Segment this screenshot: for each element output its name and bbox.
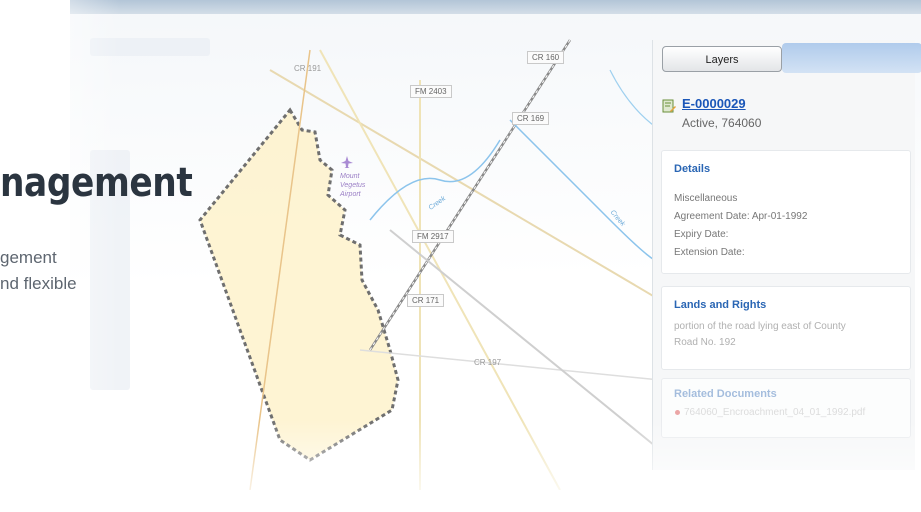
airport-label-line: Mount [340, 173, 360, 180]
related-documents-title: Related Documents [674, 388, 777, 400]
page-subline: nd flexible [0, 274, 77, 293]
details-title: Details [674, 163, 711, 175]
road-label: CR 160 [527, 51, 565, 64]
parcel-polygon[interactable] [198, 107, 400, 462]
detail-extension-date: Extension Date: [674, 247, 745, 258]
railroad-line [369, 39, 571, 351]
app-title-bar [70, 0, 921, 14]
road-line [269, 69, 660, 301]
airport-label-line: Vegetus [340, 182, 366, 189]
road-line [359, 349, 660, 381]
airport-label: Mount Vegetus Airport [340, 172, 365, 199]
detail-type: Miscellaneous [674, 193, 738, 204]
map-canvas[interactable] [140, 20, 660, 490]
lands-card: Lands and Rights portion of the road lyi… [661, 286, 911, 370]
page-headline: nagement [0, 160, 193, 206]
road-label: CR 171 [407, 294, 445, 307]
secondary-tab[interactable] [782, 43, 921, 73]
page-subline: gement [0, 248, 57, 267]
detail-agreement-date: Agreement Date: Apr-01-1992 [674, 211, 808, 222]
road-label: FM 2403 [410, 85, 452, 98]
related-document-link[interactable]: 764060_Encroachment_04_01_1992.pdf [684, 407, 866, 418]
creek-line [369, 139, 501, 221]
airport-label-line: Airport [340, 191, 361, 198]
road-label: CR 197 [474, 358, 502, 367]
detail-expiry-date: Expiry Date: [674, 229, 729, 240]
road-label: FM 2917 [412, 230, 454, 243]
lands-line: portion of the road lying east of County [674, 321, 846, 332]
highway-line [389, 229, 660, 451]
record-id-link[interactable]: E-0000029 [682, 96, 746, 111]
lands-line: Road No. 192 [674, 337, 736, 348]
road-label: CR 169 [512, 112, 550, 125]
details-card: Details Miscellaneous Agreement Date: Ap… [661, 150, 911, 274]
airplane-icon [341, 156, 353, 168]
lands-title: Lands and Rights [674, 299, 767, 311]
document-edit-icon [662, 99, 676, 113]
tab-layers[interactable]: Layers [662, 46, 782, 72]
pdf-bullet-icon [675, 410, 680, 415]
road-label: CR 191 [294, 64, 322, 73]
ghost-toolbar [90, 38, 210, 56]
road-line [249, 49, 311, 490]
creek-line [509, 119, 660, 263]
map-view[interactable] [140, 20, 660, 490]
related-documents-card: Related Documents 764060_Encroachment_04… [661, 378, 911, 438]
record-status: Active, 764060 [682, 116, 762, 130]
